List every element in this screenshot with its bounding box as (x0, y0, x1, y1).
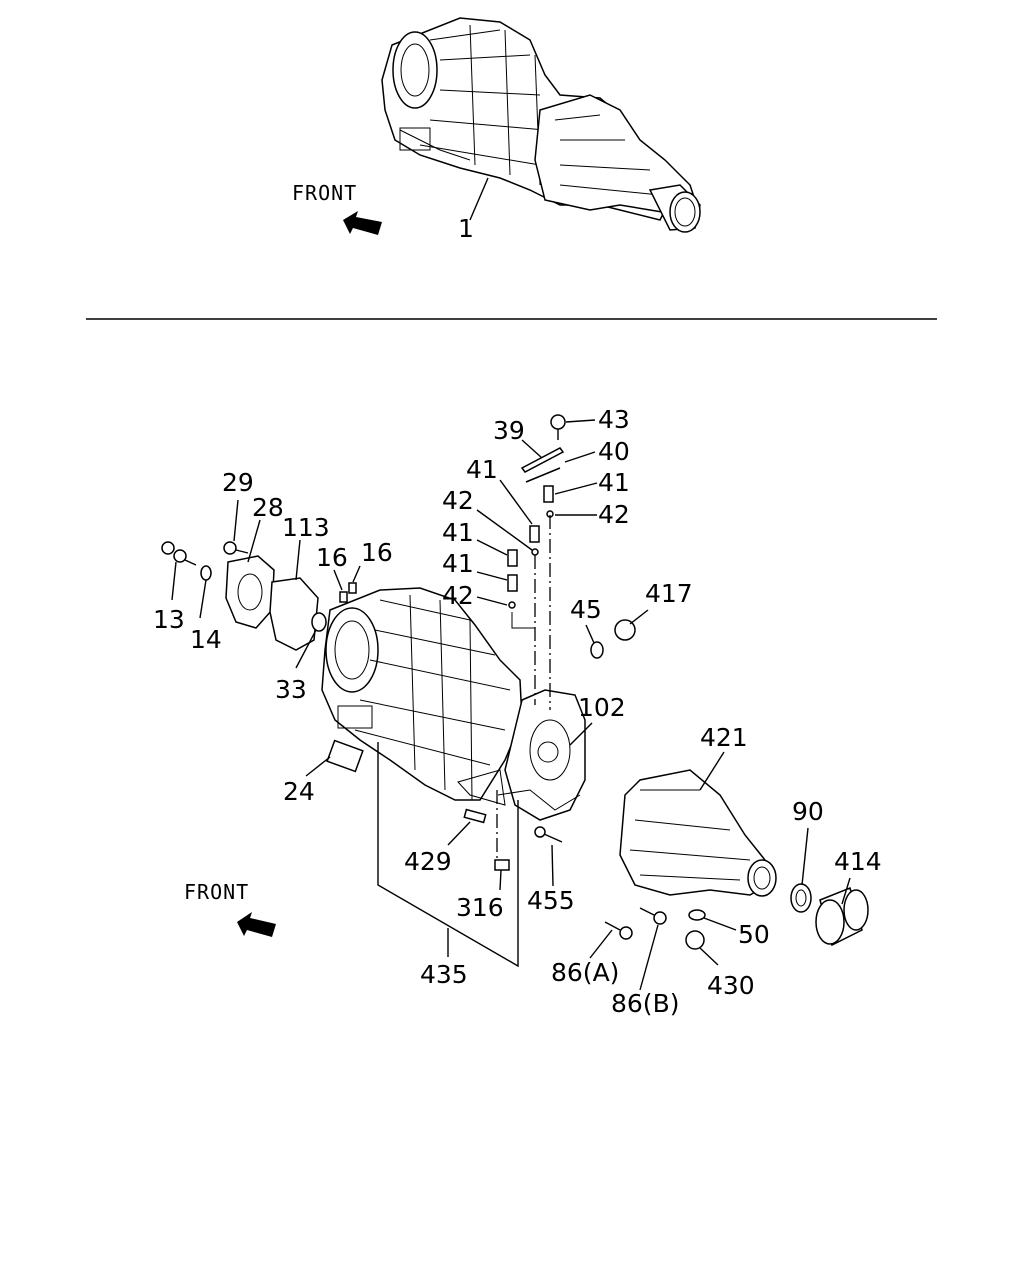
callout-429: 429 (404, 847, 452, 876)
pin-429 (463, 808, 487, 824)
leader-lines (171, 419, 851, 991)
callout-42-top: 42 (442, 486, 474, 515)
callout-414: 414 (834, 847, 882, 876)
callout-29: 29 (222, 468, 254, 497)
transmission-assembly (381, 17, 701, 233)
o-ring-50 (688, 909, 706, 921)
callout-41-top: 41 (466, 455, 498, 484)
callout-50: 50 (738, 920, 770, 949)
front-label-bottom: FRONT (184, 880, 249, 904)
callout-90: 90 (792, 797, 824, 826)
bolt-86a (604, 921, 633, 940)
callout-421: 421 (700, 723, 748, 752)
callout-28: 28 (252, 493, 284, 522)
callout-86a: 86(A) (551, 958, 619, 987)
callout-86b: 86(B) (611, 989, 679, 1018)
callout-42-low: 42 (442, 581, 474, 610)
callout-455: 455 (527, 886, 575, 915)
callout-435: 435 (420, 960, 468, 989)
front-label-top: FRONT (292, 181, 357, 205)
bolt-13 (161, 541, 197, 566)
detent-stack (507, 414, 566, 609)
callout-16-left: 16 (316, 543, 348, 572)
callout-102: 102 (578, 693, 626, 722)
plug-430 (685, 930, 705, 950)
o-ring-45 (590, 641, 604, 659)
bolt-86b (639, 907, 667, 925)
front-arrow-icon (343, 211, 382, 235)
pin-316 (494, 859, 510, 871)
callout-417: 417 (645, 579, 693, 608)
callout-33: 33 (275, 675, 307, 704)
callout-41-right: 41 (598, 468, 630, 497)
bolt-29 (223, 541, 249, 555)
callout-39: 39 (493, 416, 525, 445)
switch-417 (614, 619, 636, 641)
transmission-case (321, 587, 523, 801)
callout-41-mid: 41 (442, 518, 474, 547)
bolt-455 (534, 826, 563, 843)
adapter-plate (504, 689, 586, 821)
callout-316: 316 (456, 893, 504, 922)
gasket (269, 577, 319, 651)
oil-seal (790, 883, 812, 913)
front-arrow-icon (237, 912, 276, 937)
callout-113: 113 (282, 513, 330, 542)
callout-430: 430 (707, 971, 755, 1000)
pin-16a (339, 591, 348, 603)
callout-14: 14 (190, 625, 222, 654)
callout-1: 1 (458, 214, 474, 243)
output-sleeve (815, 886, 869, 947)
front-cover (225, 555, 275, 629)
callout-labels: 43 39 40 41 41 42 42 41 41 42 29 28 113 … (153, 405, 882, 1018)
callout-16-right: 16 (361, 538, 393, 567)
callout-45: 45 (570, 595, 602, 624)
pin-16b (348, 582, 357, 594)
callout-42-right: 42 (598, 500, 630, 529)
plug-24 (326, 739, 364, 773)
washer-14 (200, 565, 212, 581)
callout-41-low: 41 (442, 549, 474, 578)
callout-40: 40 (598, 437, 630, 466)
callout-24: 24 (283, 777, 315, 806)
callout-13: 13 (153, 605, 185, 634)
callout-43: 43 (598, 405, 630, 434)
extension-housing (619, 769, 777, 897)
